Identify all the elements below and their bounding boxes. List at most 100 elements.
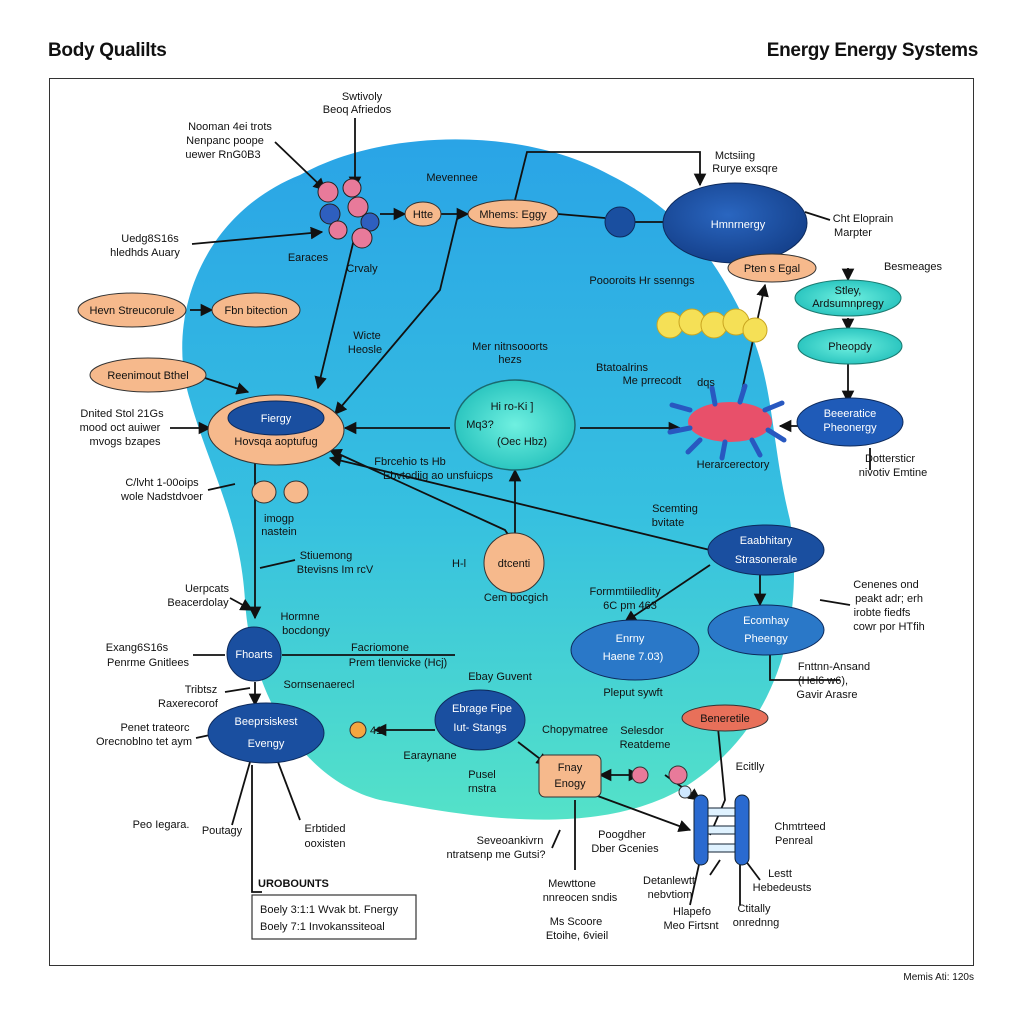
label-facomone-1: Facriomone	[351, 642, 409, 654]
label-wicte-1: Wicte	[353, 330, 381, 342]
node-fbn-bitection[interactable]: Fbn bitection	[211, 292, 301, 328]
label-pehet-1: Penet trateorc	[120, 722, 190, 734]
node-pheopdy[interactable]: Pheopdy	[797, 327, 903, 365]
node-fboarts[interactable]: Fhoarts	[226, 626, 282, 682]
label-besmeages: Besmeages	[884, 261, 943, 273]
label-imogp-1: imogp	[264, 513, 294, 525]
node-stley-label: Stley,	[835, 285, 862, 297]
label-mewtrlone-1: Mewttone	[548, 878, 596, 890]
node-energy-hub[interactable]: Fiergy Hovsqa aoptufug	[207, 394, 345, 466]
label-cmult-2: wole Nadstdvoer	[120, 491, 203, 503]
label-mewtrlone-2: nnreocen sndis	[543, 892, 618, 904]
label-dotanlewutt-2: nebvtiom	[648, 889, 693, 901]
label-cmult-1: C/lvht 1-00oips	[125, 477, 199, 489]
node-evenergy-label: Evengy	[248, 738, 285, 750]
node-fnay[interactable]: Fnay Enogy	[538, 754, 602, 798]
node-energy-mid[interactable]: Enrny Haene 7.03)	[570, 619, 700, 681]
node-center-1-label: Hi ro-Ki ]	[491, 401, 534, 413]
label-frcaile-1: Fbrcehio ts Hb	[374, 456, 446, 468]
membrane-channel	[693, 794, 750, 866]
label-fommtii-2: 6C pm 463	[603, 600, 657, 612]
node-hevn-struct[interactable]: Hevn Streucorule	[77, 292, 187, 328]
label-ms-scooe-2: Etoihe, 6vieil	[546, 930, 608, 942]
node-small-disc[interactable]: dtcenti H-l	[452, 532, 545, 594]
label-sonosene: Sornsenaerecl	[284, 679, 355, 691]
label-heraneemcy: Herarcerectory	[697, 459, 770, 471]
node-ecomay[interactable]: Ecomhay Pheengy	[707, 604, 825, 656]
node-center-2-label: Mq3?	[466, 419, 494, 431]
node-bagroiskest[interactable]: Beeprsiskest Evengy	[207, 702, 325, 764]
label-lesit-2: Hebedeusts	[753, 882, 812, 894]
label-poodaher-2: Dber Gcenies	[591, 843, 659, 855]
label-mermis-2: hezs	[498, 354, 522, 366]
label-pusel-2: rnstra	[468, 783, 497, 795]
label-hepafo-2: Meo Firtsnt	[663, 920, 718, 932]
label-uepcats-2: Beacerdolay	[167, 597, 229, 609]
label-dnited-2: mood oct auiwer	[80, 422, 161, 434]
label-erbtided-2: ooxisten	[305, 838, 346, 850]
node-num-41[interactable]: 41	[349, 721, 382, 739]
label-dotanlewutt-1: Detanlewtt	[643, 875, 695, 887]
node-hevn-struct-label: Hevn Streucorule	[90, 305, 175, 317]
left-title: Body Qualilts	[48, 40, 167, 61]
node-hashe-label: Haene 7.03)	[603, 651, 664, 663]
node-phenergy2-label: Pheengy	[744, 633, 788, 645]
label-exang-1: Exang6S16s	[106, 642, 169, 654]
label-chopmatire: Chopymatree	[542, 724, 608, 736]
label-cenenes-3: irobte fiedfs	[854, 607, 911, 619]
node-center-core[interactable]: Hi ro-Ki ] Mq3? (Oec Hbz)	[454, 379, 576, 471]
node-fboarts-label: Fhoarts	[235, 649, 273, 661]
label-cenenes-1: Cenenes ond	[853, 579, 918, 591]
label-bataloans-2: Me prrecodt	[623, 375, 682, 387]
dark-junction-node	[604, 206, 636, 238]
label-dottersticr-2: nivotiv Emtine	[859, 467, 927, 479]
label-mevenne: Mevennee	[426, 172, 477, 184]
node-eaabhitay-label: Eaabhitary	[740, 535, 793, 547]
label-stuemng-1: Stiuemong	[300, 550, 353, 562]
label-hormae-2: bocdongy	[282, 625, 330, 637]
node-stley[interactable]: Stley, Ardsumnpregy	[794, 279, 902, 317]
label-scemting-2: bvitate	[652, 517, 684, 529]
node-ebrage[interactable]: Ebrage Fipe Iut- Stangs	[434, 689, 526, 751]
label-erbtided-1: Erbtided	[305, 823, 346, 835]
label-bataloans-1: Btatoalrins	[596, 362, 648, 374]
node-mhemo-eggy[interactable]: Mhems: Eggy	[467, 199, 559, 229]
node-reanimout[interactable]: Reenimout Bthel	[89, 357, 207, 393]
node-small-disc-prefix: H-l	[452, 558, 466, 570]
label-earaymare: Earaynane	[403, 750, 456, 762]
label-dottersticr-1: Dottersticr	[865, 453, 915, 465]
node-bagroiskest-label: Beeprsiskest	[235, 716, 298, 728]
annotations: Swtivoly Beoq Afriedos Nooman 4ei trots …	[80, 91, 943, 942]
label-exang-2: Penrme Gnitlees	[107, 657, 189, 669]
label-tribtsz-2: Raxerecorof	[158, 698, 219, 710]
label-imogp-2: nastein	[261, 526, 296, 538]
label-poodaher-1: Poogdher	[598, 829, 646, 841]
node-beoeratice-label: Beeeratice	[824, 408, 877, 420]
node-pheopdy-label: Pheopdy	[828, 341, 872, 353]
label-cembocgich: Cem bocgich	[484, 592, 548, 604]
node-eaabhitay[interactable]: Eaabhitary Strasonerale	[707, 524, 825, 576]
node-hmenergy[interactable]: Hmnrnergy	[662, 182, 808, 264]
label-uedg-1: Uedg8S16s	[121, 233, 179, 245]
node-energy-bottom-label: Hovsqa aoptufug	[234, 436, 317, 448]
node-fbn-bitection-label: Fbn bitection	[225, 305, 288, 317]
node-ardsum-label: Ardsumnpregy	[812, 298, 884, 310]
node-beoeratice[interactable]: Beeeratice Pheonergy	[796, 397, 904, 447]
label-crvaly: Crvaly	[346, 263, 378, 275]
node-ebrage-1-label: Ebrage Fipe	[452, 703, 512, 715]
node-pten-egal-label: Pten s Egal	[744, 263, 800, 275]
node-pheenergy-label: Pheonergy	[823, 422, 877, 434]
label-ct-elopin-1: Cht Eloprain	[833, 213, 894, 225]
node-fnay-2-label: Enogy	[554, 778, 586, 790]
node-beacrestile[interactable]: Beneretile	[681, 704, 769, 732]
label-stuemng-2: Btevisns Im rcV	[297, 564, 374, 576]
label-tribtsz-1: Tribtsz	[185, 684, 218, 696]
label-swtivoly-1: Swtivoly	[342, 91, 383, 103]
label-sevoe-2: ntratsenp me Gutsi?	[446, 849, 545, 861]
label-noonan-3: uewer RnG0B3	[185, 149, 260, 161]
node-small-disc-label: dtcenti	[498, 558, 530, 570]
node-energy-mid-label: Enrny	[616, 633, 645, 645]
node-pten-egal[interactable]: Pten s Egal	[727, 253, 817, 283]
node-enzymes-small[interactable]: Htte	[404, 201, 442, 227]
